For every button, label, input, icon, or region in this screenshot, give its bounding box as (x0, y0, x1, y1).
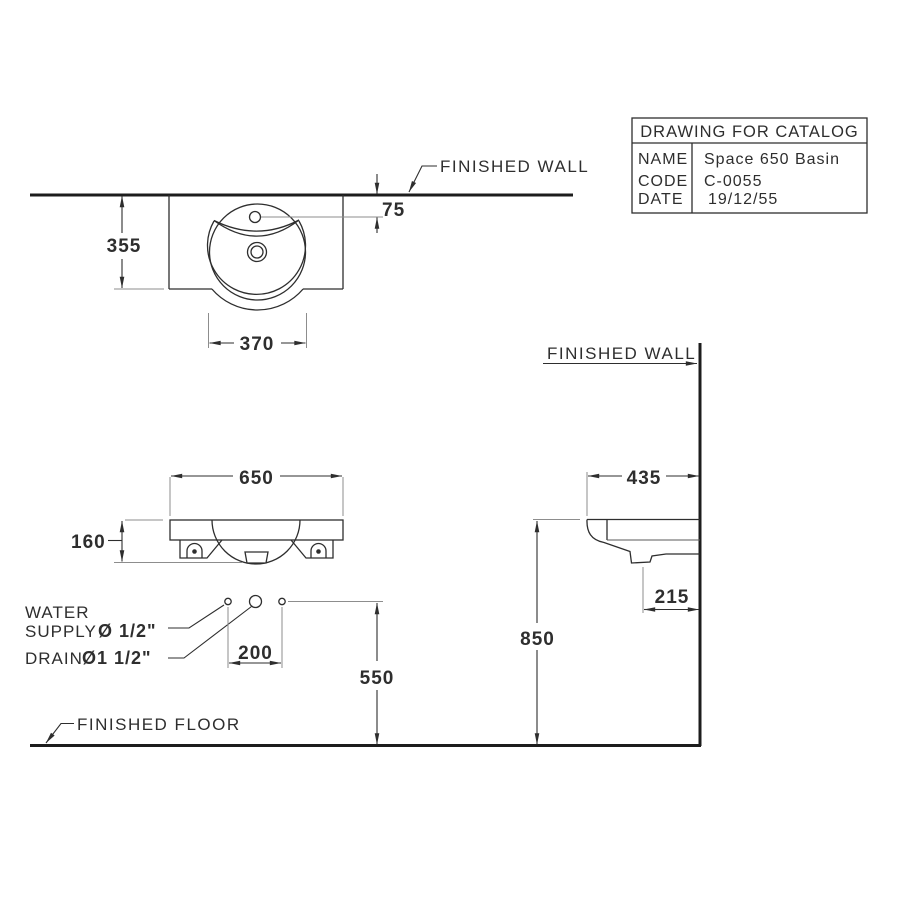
plan-finished-wall-label: FINISHED WALL (440, 157, 589, 176)
front-view: 650 160 (71, 468, 344, 565)
front-right-bracket (290, 539, 334, 559)
drain-hole-inner (250, 245, 264, 259)
water-supply-hole-right (278, 597, 286, 606)
faucet-hole (248, 210, 262, 224)
water-supply-hole-left (224, 597, 232, 606)
finished-floor-label: FINISHED FLOOR (77, 715, 241, 734)
side-view: FINISHED WALL 435 215 850 (30, 343, 702, 747)
front-slab (169, 519, 344, 541)
bowl-front-apron-arc (211, 288, 304, 311)
front-left-bracket-arch (186, 542, 203, 558)
water-supply-leader (168, 604, 225, 629)
dim-rim-height: 850 (520, 629, 555, 650)
bowl-inner-arc (206, 220, 307, 296)
water-supply-label-line2: SUPPLY (25, 622, 97, 641)
floor-leader (45, 722, 74, 744)
bowl-back-ledge-upper-arc (213, 219, 300, 232)
dim-faucet-to-wall: 75 (382, 200, 405, 221)
title-block-border (631, 117, 868, 214)
drain-leader (168, 606, 252, 659)
bowl-back-ledge-lower-arc (213, 219, 300, 237)
water-supply-size: Ø 1/2" (98, 621, 157, 641)
drain-outlet-hole (248, 594, 263, 609)
dim-drain-to-wall: 215 (655, 587, 690, 608)
front-drain-stub (244, 551, 269, 564)
dim-basin-depth: 435 (627, 468, 662, 489)
plan-view: 355 75 370 FINISHED WALL (30, 157, 589, 355)
front-right-bracket-hole (316, 549, 321, 554)
dim-basin-width: 650 (239, 468, 274, 489)
plan-wall-leader (408, 165, 437, 193)
supply-drain-detail: WATER SUPPLY Ø 1/2" DRAIN Ø1 1/2" 200 55… (25, 594, 395, 745)
floor-label-group: FINISHED FLOOR (45, 715, 241, 744)
dim-plan-depth: 355 (107, 236, 142, 257)
front-right-bracket-arch (310, 542, 327, 558)
drain-label: DRAIN (25, 649, 83, 668)
water-supply-label-line1: WATER (25, 603, 90, 622)
title-block-code-value: C-0055 (704, 173, 762, 190)
dim-supply-height: 550 (360, 668, 395, 689)
title-block-title: DRAWING FOR CATALOG (640, 123, 859, 141)
title-block-date-label: DATE (638, 191, 683, 208)
drain-hole-outer (246, 241, 268, 263)
front-left-bracket (179, 539, 223, 559)
dim-front-height: 160 (71, 532, 106, 553)
dim-bowl-diameter: 370 (240, 334, 275, 355)
front-bowl-arc (211, 519, 301, 565)
side-finished-wall-label: FINISHED WALL (547, 344, 696, 363)
bowl-outer-rim (208, 203, 307, 301)
drain-size: Ø1 1/2" (82, 648, 152, 668)
title-block: DRAWING FOR CATALOG NAME Space 650 Basin… (631, 117, 868, 214)
front-left-bracket-hole (192, 549, 197, 554)
title-block-name-label: NAME (638, 151, 688, 168)
side-basin-profile (586, 519, 700, 564)
title-block-name-value: Space 650 Basin (704, 151, 840, 168)
dim-supply-spacing: 200 (238, 643, 273, 664)
title-block-date-value: 19/12/55 (708, 191, 778, 208)
title-block-code-label: CODE (638, 173, 688, 190)
